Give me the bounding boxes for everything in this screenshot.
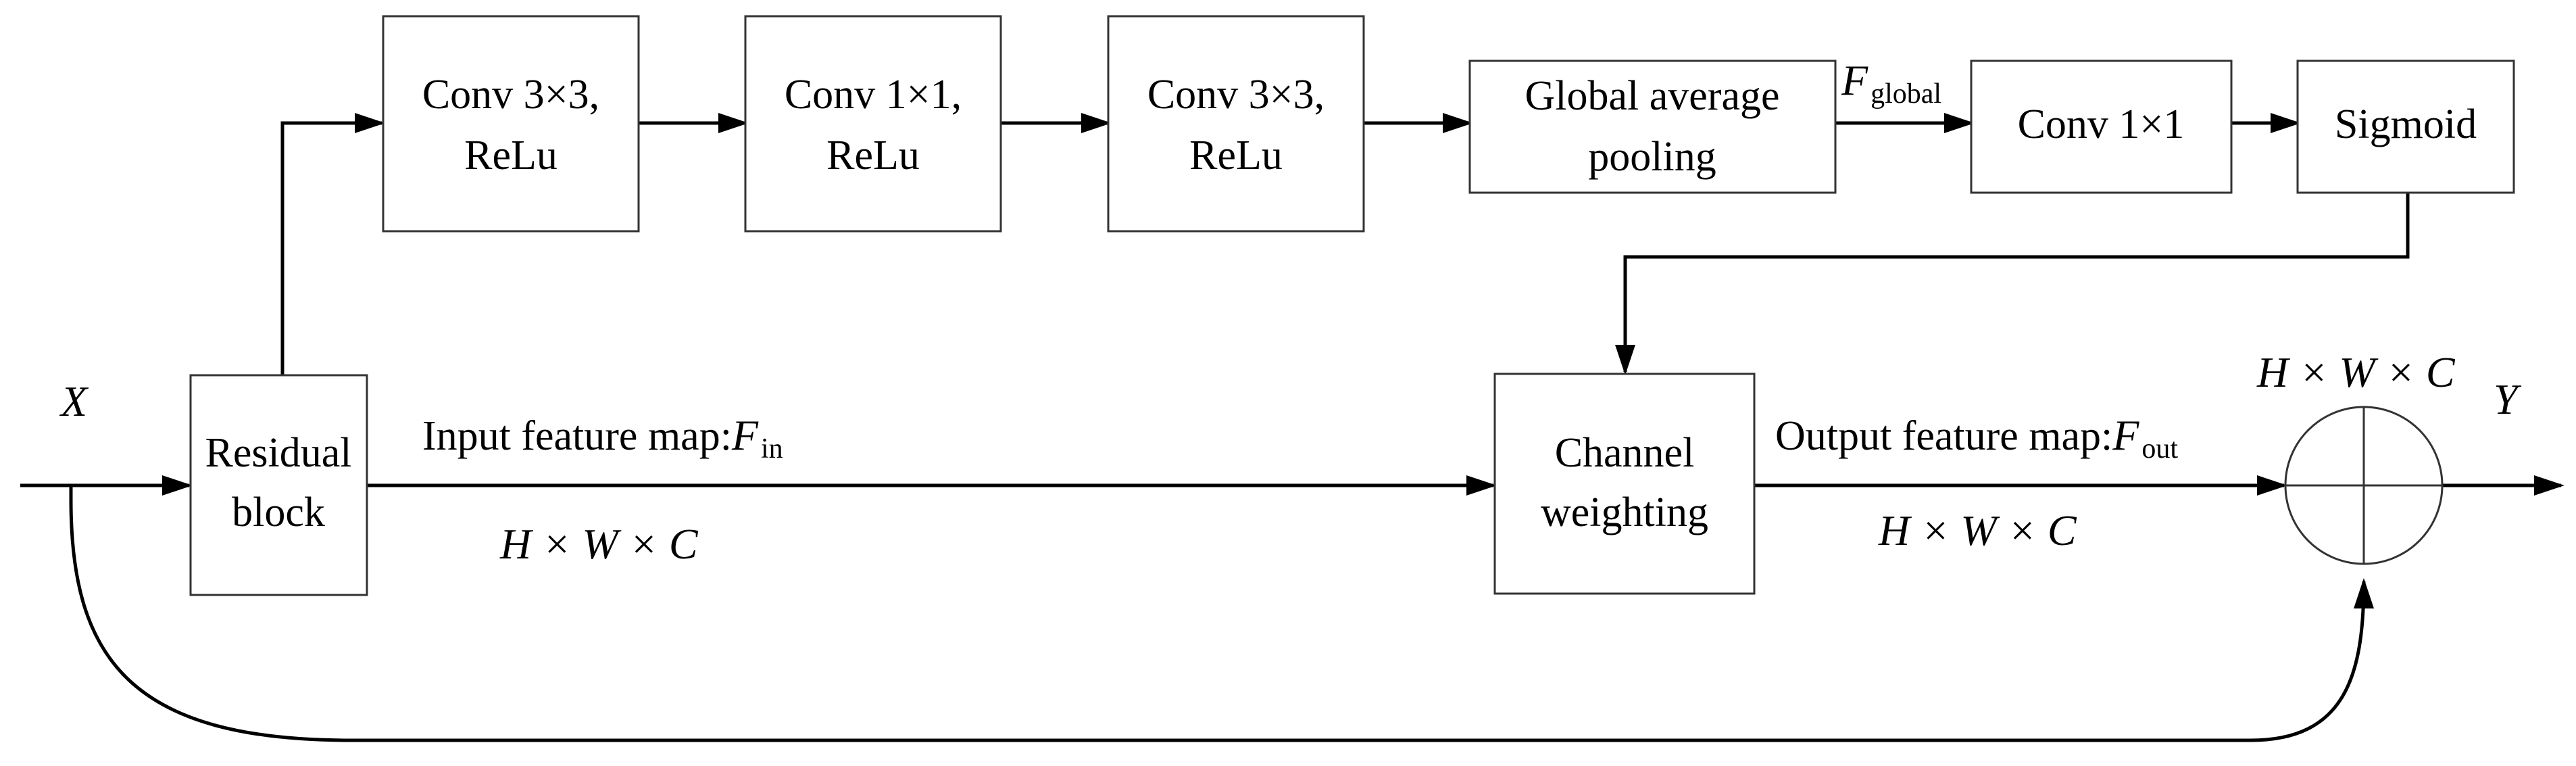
f-global-main: F [1841, 56, 1868, 104]
conv4-label: Conv 1×1 [2018, 101, 2185, 147]
elementwise-sum-node [2284, 406, 2444, 565]
conv3-label-line1: Conv 3×3, [1147, 72, 1324, 118]
connections [20, 113, 2565, 742]
conv3-label-line2: ReLu [1189, 133, 1283, 178]
skip-connection-arrow [69, 485, 2374, 742]
input-feature-map-label: Input feature map:Fin [422, 411, 783, 464]
input-feature-map-text: Input feature map: [422, 413, 732, 459]
conv2-block: Conv 1×1, ReLu [744, 15, 1002, 233]
f-out-main: F [2112, 411, 2139, 459]
input-x-label: X [59, 377, 89, 425]
output-feature-map-text: Output feature map: [1775, 413, 2112, 459]
residual-label-line1: Residual [205, 430, 352, 476]
global-average-pooling-block: Global average pooling [1468, 59, 1837, 194]
channel-label-line1: Channel [1555, 430, 1695, 476]
sigmoid-label: Sigmoid [2335, 101, 2477, 147]
f-global-label: Fglobal [1841, 56, 1941, 110]
output-y-label: Y [2494, 375, 2522, 423]
output-dims-label: H × W × C [1878, 506, 2077, 554]
f-in-sub: in [761, 433, 783, 464]
conv3-block: Conv 3×3, ReLu [1107, 15, 1365, 233]
f-out-sub: out [2141, 433, 2178, 464]
f-in-main: F [731, 411, 759, 459]
output-feature-map-label: Output feature map:Fout [1775, 411, 2178, 464]
sigmoid-block: Sigmoid [2296, 59, 2515, 194]
input-dims-label: H × W × C [499, 520, 699, 568]
conv4-block: Conv 1×1 [1970, 59, 2233, 194]
arrow-sigmoid-to-channel [1615, 193, 2410, 375]
channel-label-line2: weighting [1541, 489, 1708, 535]
gap-label-line2: pooling [1588, 134, 1716, 180]
arrow-residual-to-conv1 [280, 113, 385, 375]
residual-label-line2: block [232, 489, 325, 535]
sum-dims-label: H × W × C [2256, 348, 2456, 396]
conv2-label-line1: Conv 1×1, [785, 72, 962, 118]
gap-label-line1: Global average [1525, 73, 1780, 119]
conv2-label-line2: ReLu [826, 133, 920, 178]
conv1-label-line2: ReLu [464, 133, 558, 178]
f-global-sub: global [1871, 78, 1941, 110]
channel-weighting-block: Channel weighting [1493, 373, 1756, 595]
conv1-block: Conv 3×3, ReLu [382, 15, 640, 233]
conv1-label-line1: Conv 3×3, [422, 72, 599, 118]
residual-block: Residual block [189, 374, 368, 596]
